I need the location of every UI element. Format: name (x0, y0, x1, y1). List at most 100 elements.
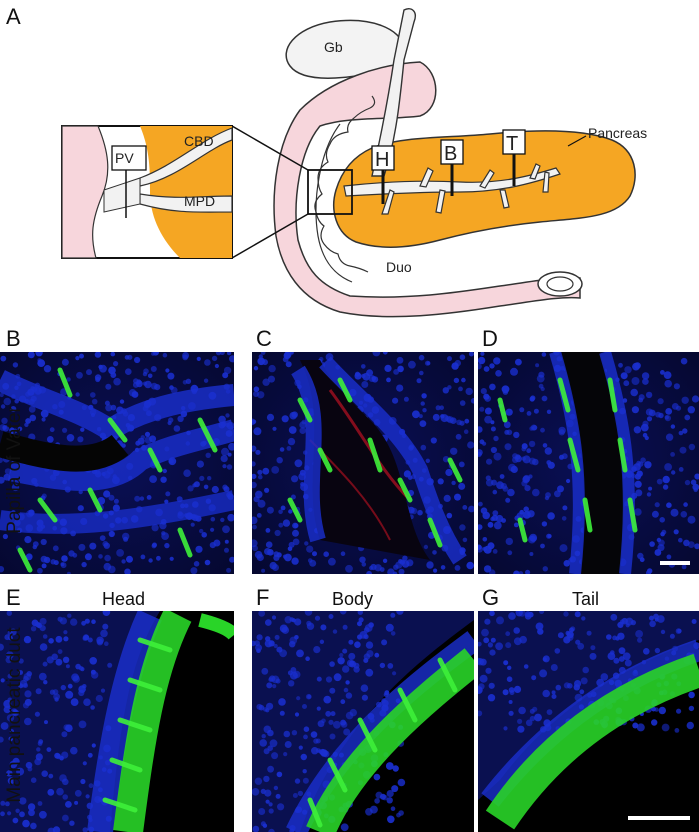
nucleus (379, 662, 386, 669)
nucleus (478, 451, 482, 458)
nucleus (507, 488, 515, 497)
nucleus (46, 436, 54, 443)
nucleus (193, 561, 200, 567)
panel-letter-b: B (6, 326, 21, 351)
nucleus (525, 569, 531, 574)
nucleus (563, 682, 571, 689)
nucleus (454, 565, 461, 571)
nucleus (140, 435, 145, 440)
nucleus (22, 819, 30, 828)
nucleus (459, 524, 466, 531)
nucleus (108, 494, 115, 501)
nucleus (661, 723, 670, 732)
marker-cell (397, 477, 413, 503)
nucleus (528, 440, 536, 448)
label-cbd: CBD (184, 133, 214, 149)
nucleus (529, 708, 535, 714)
nucleus (227, 513, 234, 522)
nucleus (23, 635, 32, 644)
nucleus (678, 537, 683, 543)
nucleus (687, 515, 696, 524)
nucleus (196, 356, 201, 361)
nucleus (309, 559, 317, 567)
nucleus (340, 823, 349, 832)
nucleus (302, 704, 307, 709)
nucleus (278, 522, 284, 528)
scale-bar-row2 (628, 816, 690, 820)
nucleus (670, 452, 675, 457)
nucleus (631, 377, 640, 385)
nucleus (266, 682, 273, 689)
nucleus (46, 656, 54, 664)
nucleus (646, 492, 652, 497)
nucleus (645, 408, 654, 416)
nucleus (315, 738, 321, 744)
nucleus (669, 633, 675, 639)
nucleus (306, 622, 315, 630)
nucleus (0, 722, 9, 730)
nucleus (478, 710, 483, 717)
nucleus (0, 736, 4, 743)
nucleus (385, 623, 394, 632)
nucleus (684, 414, 691, 421)
nucleus (554, 490, 561, 498)
nucleus (165, 491, 171, 497)
nucleus (183, 469, 191, 478)
nucleus (577, 642, 585, 650)
nucleus (134, 356, 141, 364)
marker-cell (107, 417, 128, 443)
marker-cell (327, 757, 348, 793)
nucleus (169, 556, 174, 561)
nucleus (292, 522, 299, 529)
nucleus (684, 479, 691, 486)
nucleus (313, 646, 321, 654)
nucleus (119, 399, 125, 404)
nucleus (113, 377, 121, 386)
nucleus (658, 706, 666, 715)
nucleus (110, 352, 116, 357)
nucleus (264, 487, 270, 493)
nucleus (387, 815, 395, 824)
nucleus (680, 511, 688, 518)
pancreas-pointer (567, 135, 587, 147)
nucleus (276, 457, 283, 464)
nucleus (523, 506, 529, 512)
nucleus (366, 650, 374, 658)
nucleus (304, 541, 309, 546)
nucleus (17, 426, 23, 432)
nucleus (617, 621, 624, 629)
nucleus (487, 521, 494, 528)
nucleus (574, 611, 581, 618)
nucleus (660, 531, 665, 537)
nucleus (613, 657, 620, 664)
nucleus (199, 528, 204, 534)
nucleus (396, 356, 404, 364)
nucleus (263, 775, 270, 783)
nucleus (618, 656, 625, 662)
nucleus (495, 642, 503, 651)
marker-cell (117, 717, 153, 733)
nucleus (677, 628, 682, 634)
nucleus (282, 519, 291, 527)
nucleus (98, 554, 103, 559)
nucleus (686, 721, 694, 730)
nucleus (134, 495, 141, 502)
nucleus (546, 409, 552, 414)
nucleus (439, 405, 445, 411)
nucleus (287, 437, 296, 446)
nucleus (91, 619, 96, 624)
nucleus (382, 352, 388, 355)
nucleus (680, 357, 688, 365)
marker-cell (397, 687, 418, 723)
nucleus (655, 411, 661, 418)
nucleus (266, 506, 274, 514)
nucleus (0, 457, 3, 464)
nucleus (7, 811, 12, 816)
nucleus (417, 509, 423, 516)
nucleus (98, 364, 103, 370)
nucleus (515, 611, 523, 617)
nucleus (0, 355, 7, 362)
nucleus (480, 388, 487, 395)
nucleus (24, 536, 32, 544)
nucleus (81, 561, 87, 568)
